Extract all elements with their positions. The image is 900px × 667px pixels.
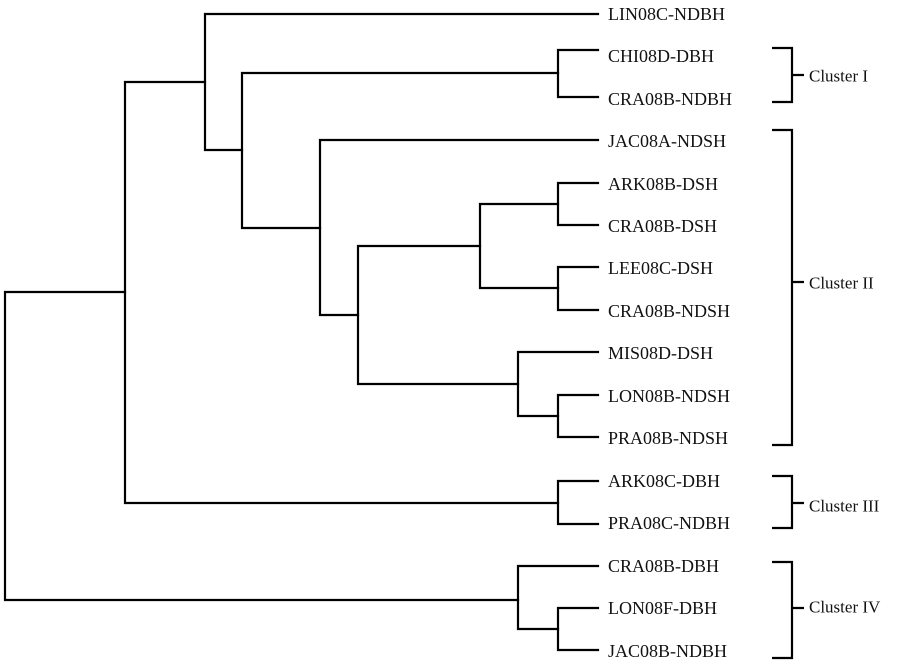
branch-dsh-group: [478, 202, 560, 290]
cluster-ii-bracket: [772, 128, 804, 447]
leaf-label: LIN08C-NDBH: [608, 4, 725, 24]
leaf-label: ARK08B-DSH: [608, 174, 718, 194]
cluster-i-label: Cluster I: [809, 67, 868, 86]
leaf-label: CRA08B-NDBH: [608, 89, 732, 109]
cluster-i-bracket: [772, 46, 804, 104]
leaf-label: MIS08D-DSH: [608, 343, 713, 363]
cluster-iv-bracket: [772, 560, 804, 660]
leaf-label: PRA08B-NDSH: [608, 428, 728, 448]
leaf-label: CRA08B-DSH: [608, 216, 717, 236]
cluster-brackets: [772, 46, 804, 660]
leaf-label: JAC08A-NDSH: [608, 131, 726, 151]
cluster-iii-bracket: [772, 474, 804, 530]
cluster-ii-label: Cluster II: [809, 274, 874, 293]
leaf-label: CRA08B-NDSH: [608, 301, 730, 321]
cluster-iii-label: Cluster III: [809, 497, 880, 516]
leaf-label: PRA08C-NDBH: [608, 513, 730, 533]
branch-lin08c-join: [203, 12, 600, 152]
branch-ark08b-cra08b: [556, 181, 600, 227]
cluster-labels: Cluster I Cluster II Cluster III Cluster…: [809, 67, 881, 617]
branch-subclade: [356, 244, 520, 386]
branch-root: [3, 290, 520, 602]
branch-lee08c-cra08b: [556, 265, 600, 312]
leaf-label: CHI08D-DBH: [608, 46, 714, 66]
leaf-label: LON08F-DBH: [608, 598, 717, 618]
branch-chi08d-cra08b: [556, 48, 600, 99]
tree-branches: [3, 12, 600, 652]
leaf-label: CRA08B-DBH: [608, 556, 719, 576]
branch-upper-clade: [123, 80, 560, 505]
leaf-label: LEE08C-DSH: [608, 258, 713, 278]
branch-cluster-iii: [556, 479, 600, 526]
branch-lon08f-jac08b: [556, 606, 600, 652]
branch-cluster-iv: [516, 564, 600, 631]
leaf-label: LON08B-NDSH: [608, 386, 730, 406]
cluster-iv-label: Cluster IV: [809, 598, 881, 617]
branch-lon08b-pra08b: [556, 393, 600, 439]
leaf-labels: LIN08C-NDBH CHI08D-DBH CRA08B-NDBH JAC08…: [608, 4, 732, 661]
leaf-label: JAC08B-NDBH: [608, 641, 727, 661]
leaf-label: ARK08C-DBH: [608, 471, 720, 491]
